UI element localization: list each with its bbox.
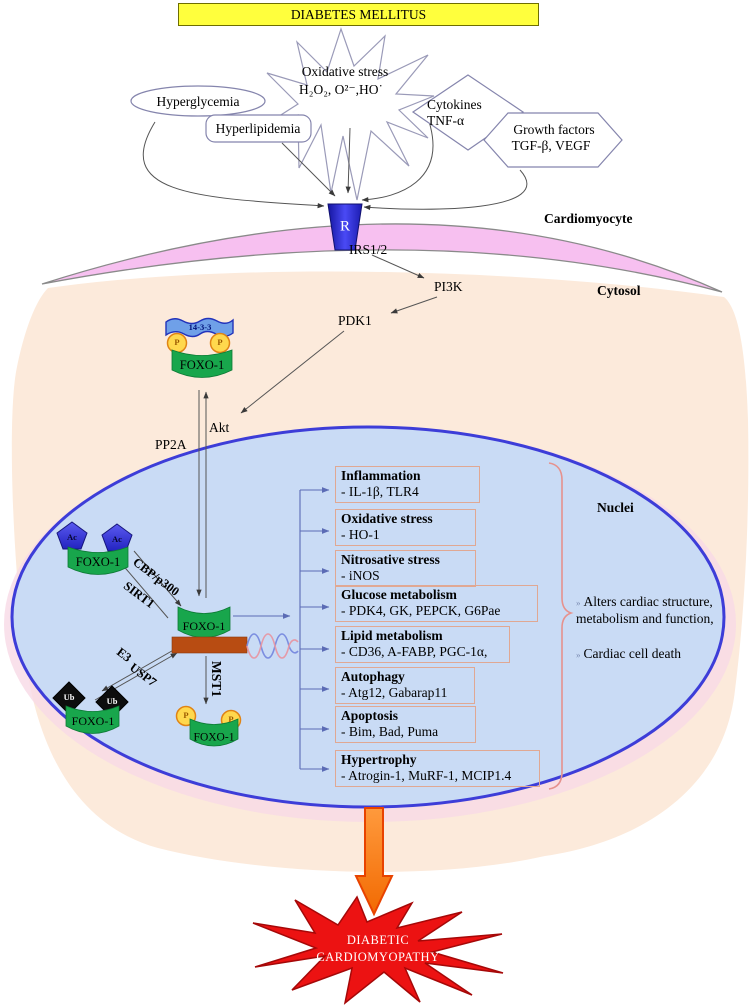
ros-species-label: H₂O₂, O²⁻,HO˙: [299, 82, 383, 98]
irs-label: IRS1/2: [349, 242, 388, 257]
box-title: Apoptosis: [341, 708, 399, 723]
receptor-label: R: [339, 218, 351, 235]
foxo1-acetyl-label: FOXO-1: [75, 554, 121, 569]
p-tag-label: P: [217, 337, 223, 348]
hyperlipidemia-label: Hyperlipidemia: [215, 121, 301, 137]
foxo1-cytosol-shape: [171, 349, 233, 378]
foxo1-phospho-shape: [189, 718, 239, 747]
pp2a-label: PP2A: [155, 437, 187, 452]
dna-helix-squiggle: [246, 633, 299, 659]
foxo1-dna-label: FOXO-1: [182, 619, 226, 634]
double-chevron-bullet-icon: »: [576, 598, 581, 608]
box-item: - iNOS: [341, 568, 380, 583]
p-tag-label: P: [174, 337, 180, 348]
ribbon-14-3-3-shape: [165, 317, 234, 338]
pdk1-label: PDK1: [338, 313, 372, 328]
foxo1-ub-shape: [65, 705, 120, 734]
outcome-brace: [548, 462, 574, 790]
tgf-vegf-label: TGF-β, VEGF: [511, 138, 591, 154]
box-item: - CD36, A-FABP, PGC-1α,: [341, 644, 488, 659]
final-outcome-line2: CARDIOMYOPATHY: [316, 949, 440, 964]
box-item: - IL-1β, TLR4: [341, 484, 419, 499]
dna-bar: [171, 636, 248, 654]
outcome-block-arrow: [354, 807, 394, 917]
cytosol-label: Cytosol: [597, 283, 641, 298]
hyperglycemia-label: Hyperglycemia: [156, 94, 240, 110]
target-box-oxidative-stress: Oxidative stress - HO-1: [335, 509, 476, 546]
box-title: Autophagy: [341, 669, 405, 684]
p-tag-label: P: [228, 714, 234, 725]
hyperglycemia-ellipse: [130, 85, 266, 117]
ac-tag-label: Ac: [67, 532, 77, 543]
target-box-nitrosative-stress: Nitrosative stress - iNOS: [335, 550, 476, 587]
pi3k-label: PI3K: [434, 279, 463, 294]
ub-tag-label: Ub: [106, 696, 118, 707]
phospho-circle: [209, 332, 231, 354]
outcome-cell-death-text: Cardiac cell death: [583, 646, 681, 661]
ribbon-14-3-3-label: 14-3-3: [188, 322, 212, 333]
box-title: Glucose metabolism: [341, 587, 457, 602]
mst1-label: MST1: [208, 660, 224, 698]
membrane-shape: [41, 223, 723, 293]
outcome-structure-text: Alters cardiac structure, metabolism and…: [576, 594, 714, 626]
diabetes-title: DIABETES MELLITUS: [178, 3, 539, 26]
box-title: Hypertrophy: [341, 752, 417, 767]
box-title: Lipid metabolism: [341, 628, 443, 643]
target-box-glucose-metabolism: Glucose metabolism - PDK4, GK, PEPCK, G6…: [335, 585, 538, 622]
tnf-label: TNF-α: [427, 113, 465, 128]
final-starburst: [252, 895, 504, 1005]
cardiomyocyte-label: Cardiomyocyte: [544, 211, 633, 226]
box-title: Nitrosative stress: [341, 552, 440, 567]
box-item: - Atg12, Gabarap11: [341, 685, 448, 700]
box-title: Oxidative stress: [341, 511, 433, 526]
cytokines-diamond: [411, 74, 525, 151]
target-box-autophagy: Autophagy - Atg12, Gabarap11: [335, 667, 475, 704]
foxo1-phospho-label: FOXO-1: [193, 731, 235, 744]
akt-label: Akt: [209, 420, 230, 435]
target-box-lipid-metabolism: Lipid metabolism - CD36, A-FABP, PGC-1α,: [335, 626, 510, 663]
foxo1-ub-label: FOXO-1: [71, 714, 115, 729]
p-tag-label: P: [183, 710, 189, 721]
growth-factors-label: Growth factors: [513, 122, 595, 138]
growth-factors-hexagon: [483, 112, 623, 168]
cascade-arrows: [94, 254, 438, 705]
foxo1-dna-shape: [177, 606, 231, 638]
outcome-structure: »Alters cardiac structure, metabolism an…: [576, 594, 734, 627]
target-box-apoptosis: Apoptosis - Bim, Bad, Puma: [335, 706, 476, 743]
target-box-hypertrophy: Hypertrophy - Atrogin-1, MuRF-1, MCIP1.4: [335, 750, 540, 787]
cytokines-label: Cytokines: [427, 97, 482, 112]
stimulus-arrows: [142, 121, 528, 211]
target-branch-lines: [233, 487, 330, 772]
final-outcome-line1: DIABETIC: [346, 932, 410, 947]
nuclei-label: Nuclei: [597, 500, 634, 515]
foxo1-acetyl-shape: [67, 546, 129, 575]
box-item: - Bim, Bad, Puma: [341, 724, 439, 739]
box-item: - Atrogin-1, MuRF-1, MCIP1.4: [341, 768, 512, 783]
double-chevron-bullet-icon: »: [576, 650, 581, 660]
box-item: - PDK4, GK, PEPCK, G6Pae: [341, 603, 501, 618]
receptor-shape: [327, 203, 363, 251]
foxo1-cytosol-label: FOXO-1: [179, 357, 225, 372]
ub-tag-label: Ub: [63, 692, 75, 703]
outcome-cell-death: »Cardiac cell death: [576, 646, 734, 663]
oxidative-stress-label: Oxidative stress: [301, 64, 389, 80]
target-box-inflammation: Inflammation - IL-1β, TLR4: [335, 466, 480, 503]
box-item: - HO-1: [341, 527, 380, 542]
hyperlipidemia-rect: [205, 114, 312, 143]
ac-tag-label: Ac: [112, 534, 122, 545]
box-title: Inflammation: [341, 468, 421, 483]
